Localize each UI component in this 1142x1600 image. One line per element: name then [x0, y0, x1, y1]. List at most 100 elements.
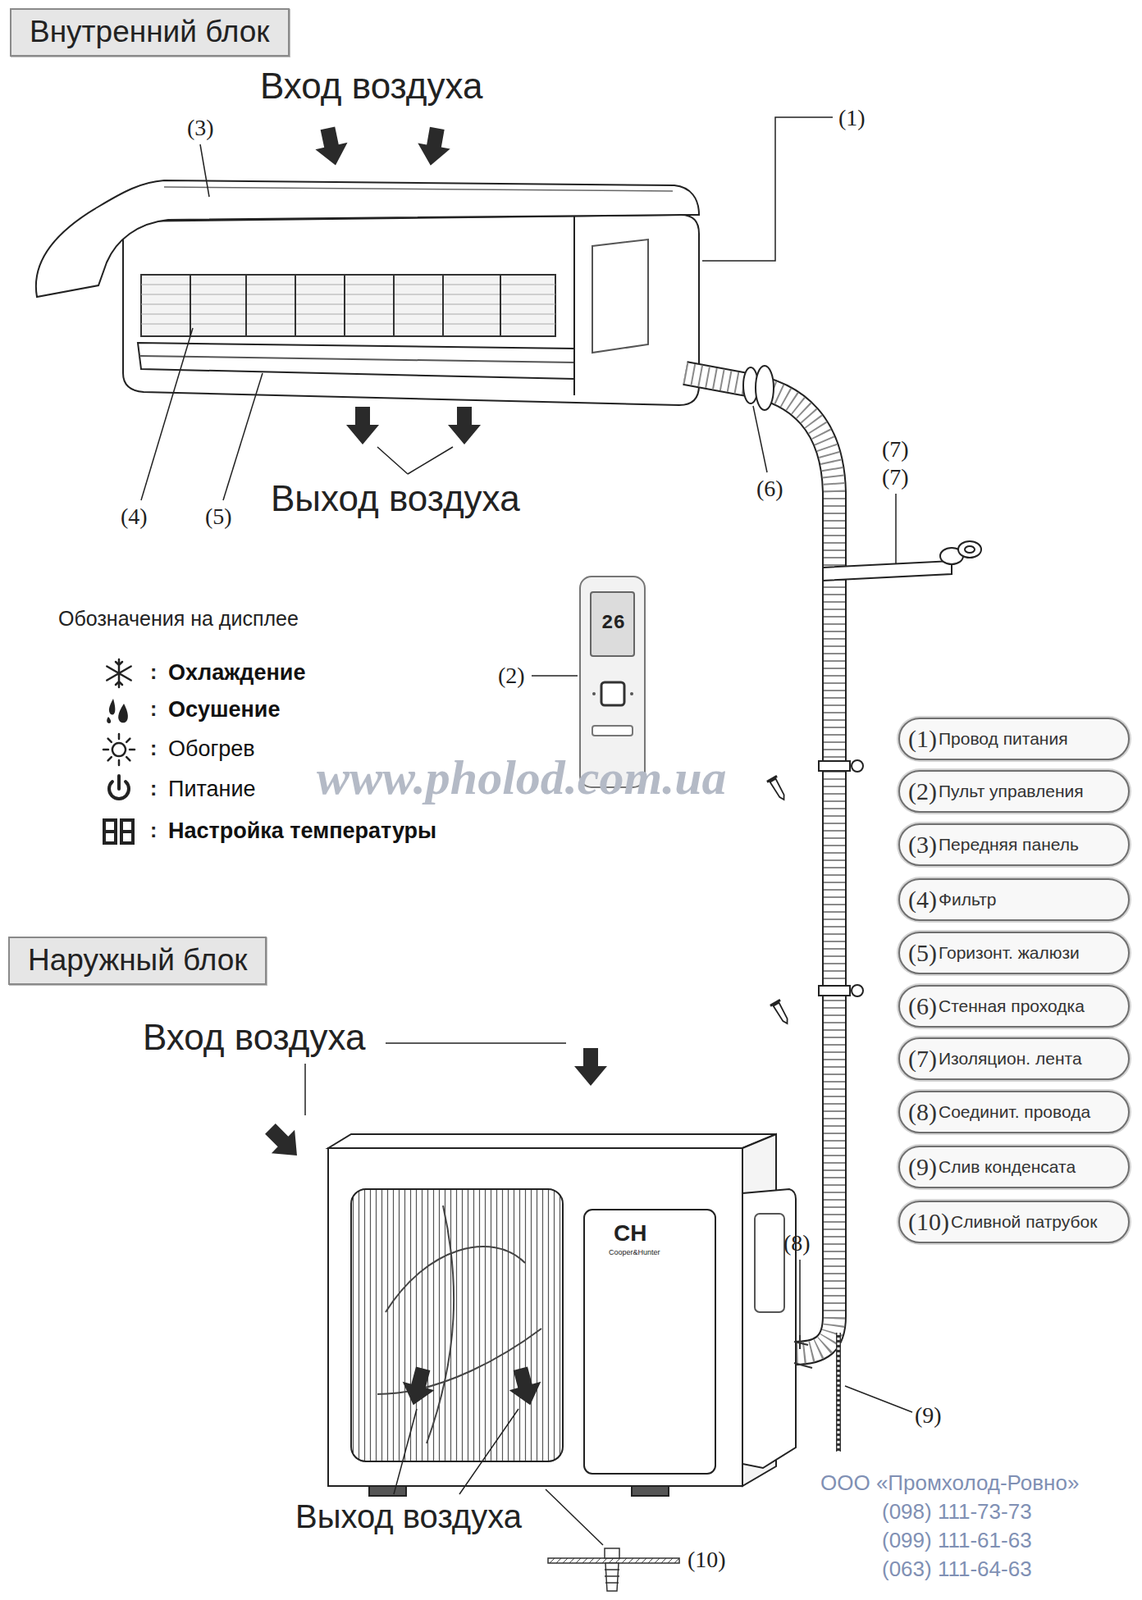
- drain-fitting: [604, 1570, 620, 1584]
- air-label: Вход воздуха: [142, 1017, 366, 1060]
- connecting-wires: [794, 1335, 813, 1369]
- screw: [770, 1000, 793, 1027]
- leader-line: [393, 1409, 519, 1495]
- part-legend-pill: (7)Изоляцион. лента: [898, 1037, 1130, 1081]
- leader-line: [753, 406, 768, 473]
- legend-symbol: [100, 813, 138, 850]
- part-name: Стенная проходка: [938, 996, 1085, 1017]
- legend-symbol: [104, 820, 116, 844]
- leader-line: [304, 1064, 307, 1116]
- indoor-unit: [141, 284, 556, 325]
- legend-symbol: [100, 771, 138, 809]
- unit-header-text: Внутренний блок: [29, 14, 270, 51]
- outdoor-unit: [754, 1214, 785, 1313]
- part-legend-pill: (5)Горизонт. жалюзи: [898, 931, 1130, 975]
- drain-fitting: [605, 1563, 619, 1592]
- part-legend-pill: (8)Соединит. провода: [898, 1091, 1130, 1134]
- air-arrow: [504, 1365, 547, 1411]
- remote-control: [590, 592, 635, 657]
- drain-hose: [838, 1333, 840, 1453]
- callout-number: (6): [756, 475, 784, 503]
- outdoor-unit: [426, 1205, 454, 1444]
- air-label: Выход воздуха: [270, 478, 521, 521]
- callout-number: (7): [881, 436, 910, 463]
- indoor-unit: [141, 284, 556, 325]
- indoor-unit: [141, 274, 556, 337]
- legend-symbol: [117, 776, 121, 790]
- leader-line: [305, 1043, 913, 1546]
- display-reading: 26: [601, 612, 626, 635]
- leader-line: [223, 373, 263, 501]
- air-arrow: [311, 124, 352, 169]
- callout-number: (8): [908, 1098, 937, 1128]
- leader-line: [845, 1386, 913, 1413]
- callout-number: (3): [187, 114, 215, 142]
- outdoor-unit: [377, 1329, 542, 1395]
- drain-fitting: [548, 1548, 680, 1592]
- pipe-clip: [851, 760, 864, 772]
- screw: [770, 1000, 781, 1006]
- indoor-unit: [592, 239, 649, 353]
- legend-symbol: [104, 820, 133, 844]
- callout-number: (7): [881, 464, 910, 491]
- outdoor-unit: [328, 1134, 777, 1149]
- indoor-unit: [139, 356, 575, 363]
- remote-control: [592, 726, 633, 736]
- phone-number: (099) 111-61-63: [881, 1529, 1033, 1554]
- outdoor-unit: [385, 1247, 526, 1313]
- legend-text: Настройка температуры: [168, 818, 437, 845]
- part-name: Провод питания: [938, 729, 1069, 750]
- legend-symbol: [118, 703, 128, 723]
- pipe-clip: [851, 985, 864, 997]
- legend-symbol: [106, 717, 111, 724]
- indoor-unit: [164, 187, 673, 192]
- legend-symbol: [100, 692, 138, 729]
- outdoor-unit: [631, 1486, 669, 1497]
- unit-header-box: Внутренний блок: [9, 8, 290, 57]
- insulation-tape: [822, 561, 952, 581]
- connecting-wires: [794, 1335, 813, 1369]
- outdoor-unit: [328, 1134, 796, 1497]
- drain-hose: [835, 1333, 841, 1453]
- air-arrow: [397, 1365, 439, 1411]
- air-label: Выход воздуха: [295, 1498, 522, 1536]
- legend-text: Осушение: [168, 697, 280, 723]
- brand-logo: CH: [613, 1220, 647, 1248]
- callout-number: (5): [908, 939, 937, 969]
- leader-line: [545, 1489, 603, 1546]
- indoor-unit: [190, 274, 501, 337]
- legend-separator: :: [150, 697, 157, 722]
- phone-number: (063) 111-64-63: [881, 1557, 1033, 1583]
- legend-symbol: [121, 820, 133, 844]
- legend-symbol: [106, 659, 131, 688]
- leader-line: [377, 447, 453, 475]
- screw: [767, 776, 793, 1027]
- leader-line: [702, 117, 833, 261]
- leader-line: [531, 675, 578, 677]
- callout-number: (8): [783, 1230, 811, 1257]
- outdoor-unit: [584, 1210, 716, 1475]
- remote-control: [592, 692, 596, 696]
- air-arrow: [447, 406, 481, 445]
- callout-number: (10): [908, 1208, 950, 1238]
- outdoor-unit: [328, 1148, 743, 1487]
- part-name: Сливной патрубок: [950, 1212, 1097, 1233]
- legend-symbol: [109, 776, 129, 800]
- callout-number: (2): [497, 662, 526, 690]
- callout-number: (3): [908, 831, 937, 860]
- outdoor-unit: [369, 1486, 407, 1497]
- callout-number: (4): [908, 886, 937, 915]
- air-arrow: [311, 124, 481, 445]
- part-name: Фильтр: [938, 890, 997, 910]
- air-arrow: [574, 1048, 608, 1087]
- insulation-tape: [958, 541, 982, 558]
- insulation-tape: [964, 546, 975, 553]
- part-name: Слив конденсата: [938, 1157, 1076, 1178]
- leader-line: [799, 1260, 801, 1336]
- screw: [767, 776, 777, 782]
- watermark: www.pholod.com.ua: [316, 753, 727, 803]
- legend-separator: :: [150, 736, 157, 761]
- callout-number: (1): [838, 105, 866, 132]
- part-legend-pill: (2)Пульт управления: [898, 770, 1130, 814]
- screw: [770, 779, 787, 802]
